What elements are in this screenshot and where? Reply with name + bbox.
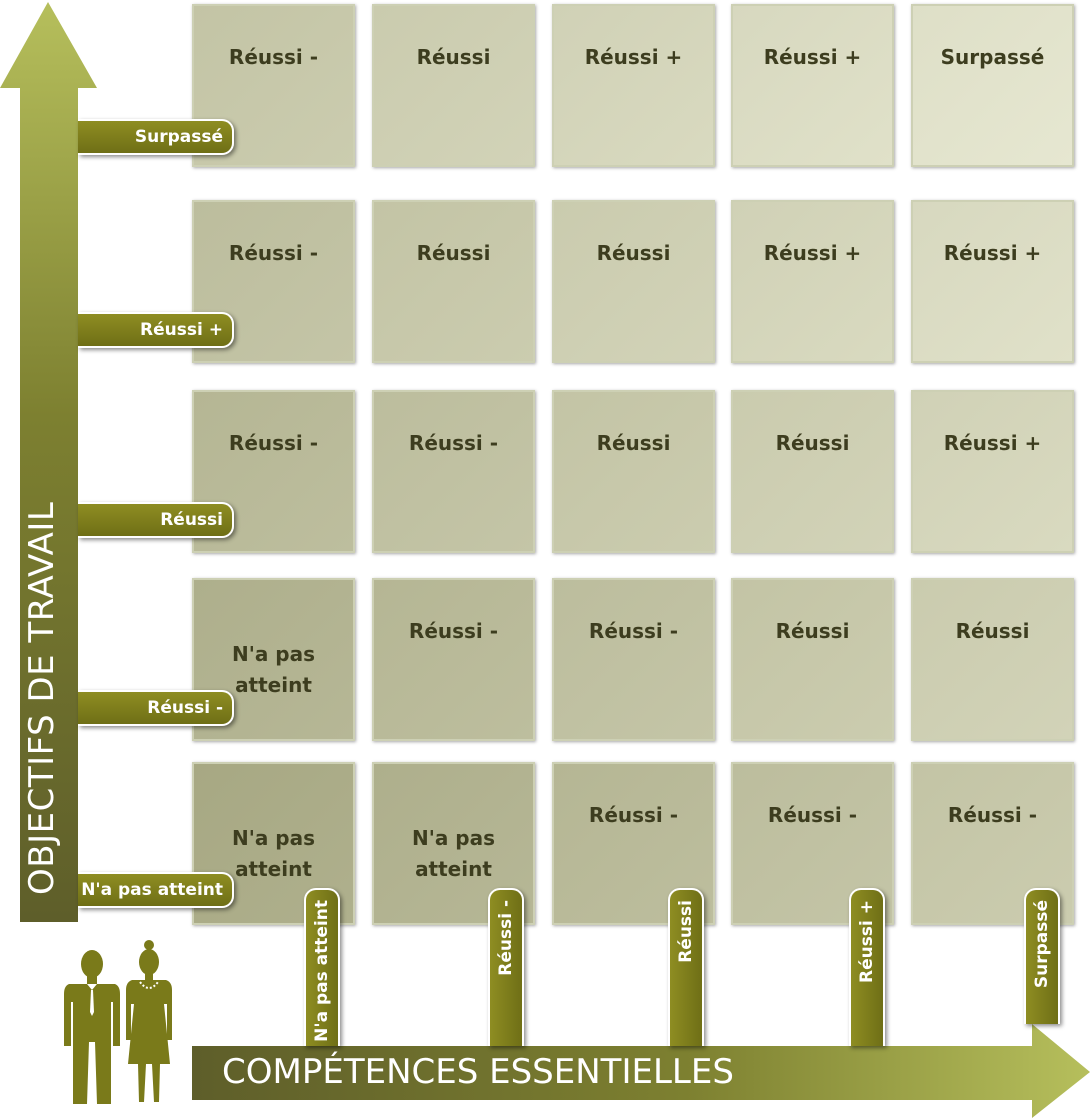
matrix-cell-label: Réussi [597, 428, 671, 459]
man-silhouette-icon [64, 950, 120, 1104]
matrix-cell-text: Réussi [416, 241, 491, 265]
matrix-cell-text: Réussi - [228, 45, 319, 69]
matrix-cell-text: Réussi + [584, 45, 683, 69]
matrix-cell-label: Réussi - [589, 800, 678, 831]
matrix-cell: Réussi - [372, 390, 535, 553]
column-label-tab: Réussi - [488, 888, 524, 1046]
matrix-cell: N'a pas atteint [192, 578, 355, 741]
matrix-cell: Réussi [552, 390, 715, 553]
column-label-tab: N'a pas atteint [304, 888, 340, 1046]
matrix-cell-text: Réussi - [228, 431, 319, 455]
matrix-cell-label: Réussi - [768, 800, 857, 831]
matrix-cell: Réussi + [911, 390, 1074, 553]
matrix-cell-label: Réussi - [229, 42, 318, 73]
matrix-cell-text: N'a pas [411, 825, 496, 850]
column-label-tab: Surpassé [1024, 888, 1060, 1024]
matrix-cell: Réussi - [372, 578, 535, 741]
matrix-cell-text: Réussi - [588, 619, 679, 643]
matrix-cell-text: Réussi [955, 619, 1030, 643]
matrix-cell-text: Réussi [775, 431, 850, 455]
column-label-tab: Réussi + [849, 888, 885, 1046]
matrix-cell-text: atteint [235, 672, 312, 697]
matrix-cell-label: Réussi + [944, 428, 1042, 459]
matrix-cell-label: N'a pas atteint [412, 823, 495, 885]
y-axis-arrow [0, 2, 97, 922]
matrix-cell-label: Réussi - [229, 238, 318, 269]
matrix-cell: Réussi [731, 578, 894, 741]
matrix-cell: Surpassé [911, 4, 1074, 167]
y-axis-title: OBJECTIFS DE TRAVAIL [22, 501, 62, 895]
matrix-cell-text: Réussi + [943, 431, 1042, 455]
matrix-cell: Réussi + [731, 4, 894, 167]
matrix-cell-text: Réussi [775, 619, 850, 643]
matrix-cell-text: atteint [415, 856, 492, 881]
column-label-text: Réussi + [857, 900, 877, 983]
column-label-text: Surpassé [1032, 900, 1052, 989]
matrix-cell-text: Réussi - [408, 431, 499, 455]
matrix-cell-label: Réussi [956, 616, 1030, 647]
matrix-cell: Réussi [552, 200, 715, 363]
matrix-cell-text: Réussi - [588, 803, 679, 827]
matrix-cell-label: Réussi - [589, 616, 678, 647]
matrix-cell-text: Réussi [596, 241, 671, 265]
matrix-cell-text: Réussi - [947, 803, 1038, 827]
matrix-cell-label: Réussi [597, 238, 671, 269]
matrix-cell-text: Réussi [416, 45, 491, 69]
matrix-cell-text: Réussi - [228, 241, 319, 265]
matrix-cell-label: Réussi - [409, 616, 498, 647]
column-label-tab: Réussi [668, 888, 704, 1046]
matrix-cell-label: Réussi - [409, 428, 498, 459]
matrix-cell-text: N'a pas [231, 641, 316, 666]
matrix-cell: Réussi - [192, 390, 355, 553]
matrix-cell-text: N'a pas [231, 825, 316, 850]
matrix-cell-text: Réussi - [408, 619, 499, 643]
matrix-cell-label: Réussi [417, 42, 491, 73]
matrix-cell: Réussi [911, 578, 1074, 741]
matrix-cell-text: Réussi [596, 431, 671, 455]
matrix-cell-text: Réussi + [763, 45, 862, 69]
matrix-cell-label: Réussi - [229, 428, 318, 459]
matrix-cell: Réussi [372, 200, 535, 363]
matrix-cell-label: Réussi [776, 616, 850, 647]
matrix-cell-label: Réussi + [944, 238, 1042, 269]
matrix-cell-label: Réussi - [948, 800, 1037, 831]
matrix-cell-label: Réussi + [764, 42, 862, 73]
matrix-cell-label: N'a pas atteint [232, 823, 315, 885]
row-label-tab: Réussi - [78, 690, 234, 726]
matrix-cell-text: Réussi + [943, 241, 1042, 265]
column-label-text: N'a pas atteint [312, 900, 332, 1042]
column-label-text: Réussi [676, 900, 696, 963]
row-label-tab: Surpassé [78, 119, 234, 155]
woman-silhouette-icon [126, 940, 172, 1102]
row-label-tab: Réussi + [78, 312, 234, 348]
matrix-cell-label: N'a pas atteint [232, 639, 315, 701]
matrix-cell-text: Réussi - [767, 803, 858, 827]
column-label-text: Réussi - [496, 900, 516, 976]
matrix-cell-label: Réussi + [585, 42, 683, 73]
matrix-cell-text: atteint [235, 856, 312, 881]
matrix-cell-text: Surpassé [940, 45, 1045, 69]
matrix-cell: Réussi [731, 390, 894, 553]
matrix-cell: Réussi + [731, 200, 894, 363]
matrix-cell-label: Réussi [776, 428, 850, 459]
matrix-cell: N'a pas atteint [372, 762, 535, 925]
x-axis-title: COMPÉTENCES ESSENTIELLES [222, 1052, 734, 1092]
matrix-cell-label: Réussi + [764, 238, 862, 269]
row-label-tab: Réussi [78, 502, 234, 538]
matrix-cell: Réussi + [911, 200, 1074, 363]
matrix-cell: Réussi - [552, 578, 715, 741]
matrix-cell-text: Réussi + [763, 241, 862, 265]
matrix-cell: Réussi + [552, 4, 715, 167]
matrix-cell-label: Réussi [417, 238, 491, 269]
row-label-tab: N'a pas atteint [78, 872, 234, 908]
matrix-cell: Réussi [372, 4, 535, 167]
matrix-cell-label: Surpassé [941, 42, 1045, 73]
